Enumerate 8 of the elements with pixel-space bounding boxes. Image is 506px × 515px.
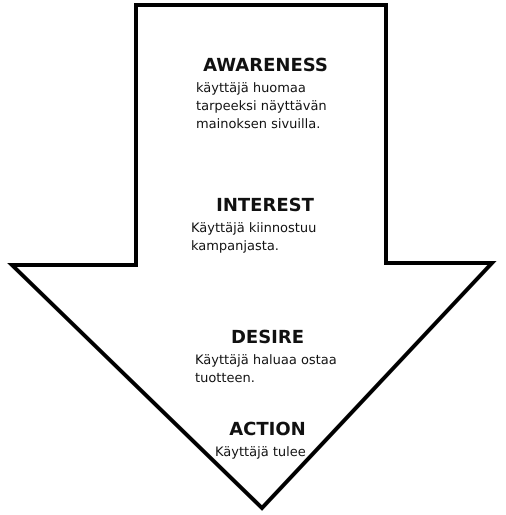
stage-description: Käyttäjä haluaa ostaa tuotteen. bbox=[195, 352, 338, 388]
stage-heading: AWARENESS bbox=[202, 55, 329, 76]
stage-description: käyttäjä huomaa tarpeeksi näyttävän mainoksen sivuilla. bbox=[195, 80, 328, 134]
stage-heading: DESIRE bbox=[230, 327, 306, 348]
stage-description: Käyttäjä tulee bbox=[214, 444, 307, 462]
stage-heading: ACTION bbox=[228, 419, 307, 440]
stage-description: Käyttäjä kiinnostuu kampanjasta. bbox=[190, 220, 318, 256]
stage-heading: INTEREST bbox=[215, 195, 315, 216]
